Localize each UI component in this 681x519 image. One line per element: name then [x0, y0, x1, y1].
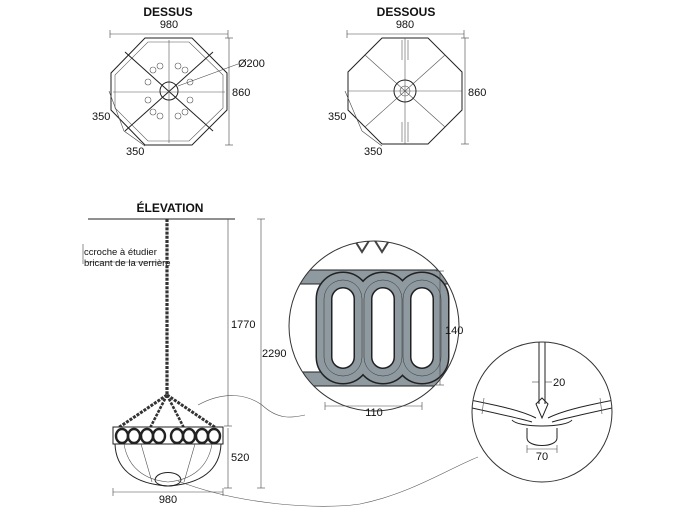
top-view-height-dimension: 860 [225, 37, 250, 146]
top-view-diameter-label: Ø200 [238, 58, 265, 70]
bottom-view-side-b-dimension: 350 [361, 130, 382, 158]
cup-width-label: 70 [536, 451, 548, 463]
elevation-title: ÉLEVATION [137, 200, 204, 215]
hanging-note: ccroche à étudier bricant de la verrière [82, 244, 171, 269]
ring-detail-frame [288, 240, 460, 412]
ring-detail: 140 110 [288, 240, 463, 419]
rod-width-dimension: 20 [532, 377, 565, 389]
top-view-side-a-dimension: 350 [92, 90, 125, 132]
bottom-view-side-a-label: 350 [328, 111, 346, 123]
elevation-view: ÉLEVATION ccroche à étudier bricant de l… [82, 200, 286, 506]
top-view-width-label: 980 [160, 19, 178, 31]
dimension-body-height: 520 [224, 428, 249, 489]
top-view-side-a-label: 350 [92, 111, 110, 123]
dim-width-label: 980 [159, 494, 177, 506]
leader-line-bottom-detail [177, 456, 479, 507]
bottom-view-side-b-label: 350 [364, 146, 382, 158]
bottom-view-width-label: 980 [396, 19, 414, 31]
hanging-note-line1: ccroche à étudier [84, 247, 157, 258]
top-view-side-b-label: 350 [126, 146, 144, 158]
bottom-detail: 20 70 [471, 341, 613, 483]
bottom-view-height-label: 860 [468, 87, 486, 99]
bottom-view: DESSOUS 980 [328, 5, 486, 158]
ring-height-label: 140 [445, 325, 463, 337]
top-view-width-dimension: 980 [109, 19, 229, 38]
dim-chain-label: 1770 [231, 319, 255, 331]
ring-band [112, 426, 224, 445]
ring-width-dimension: 110 [324, 402, 423, 419]
hanging-note-line2: bricant de la verrière [84, 258, 171, 269]
dim-body-label: 520 [231, 452, 249, 464]
rod-width-label: 20 [553, 377, 565, 389]
top-view-title: DESSUS [143, 5, 192, 19]
top-view: DESSUS 980 Ø200 [92, 5, 265, 158]
suspension-chain [117, 219, 217, 430]
lamp-body [114, 443, 222, 487]
ring-width-label: 110 [365, 407, 383, 419]
dim-total-label: 2290 [262, 348, 286, 360]
top-view-height-label: 860 [232, 87, 250, 99]
bottom-view-width-dimension: 980 [346, 19, 465, 38]
bottom-view-title: DESSOUS [377, 5, 436, 19]
bottom-view-height-dimension: 860 [461, 37, 486, 145]
top-view-octagon [110, 37, 228, 146]
bottom-view-side-a-dimension: 350 [328, 90, 363, 132]
bottom-detail-frame [471, 341, 613, 483]
top-view-side-b-dimension: 350 [123, 130, 146, 158]
bottom-view-octagon [347, 37, 463, 145]
top-view-diameter-callout: Ø200 [177, 58, 265, 87]
ring-height-dimension: 140 [436, 270, 463, 386]
leader-line-ring-detail [197, 395, 306, 418]
dimension-total-height: 2290 [257, 218, 286, 489]
dimension-chain-length: 1770 [224, 219, 255, 427]
cup-width-dimension: 70 [526, 445, 558, 463]
